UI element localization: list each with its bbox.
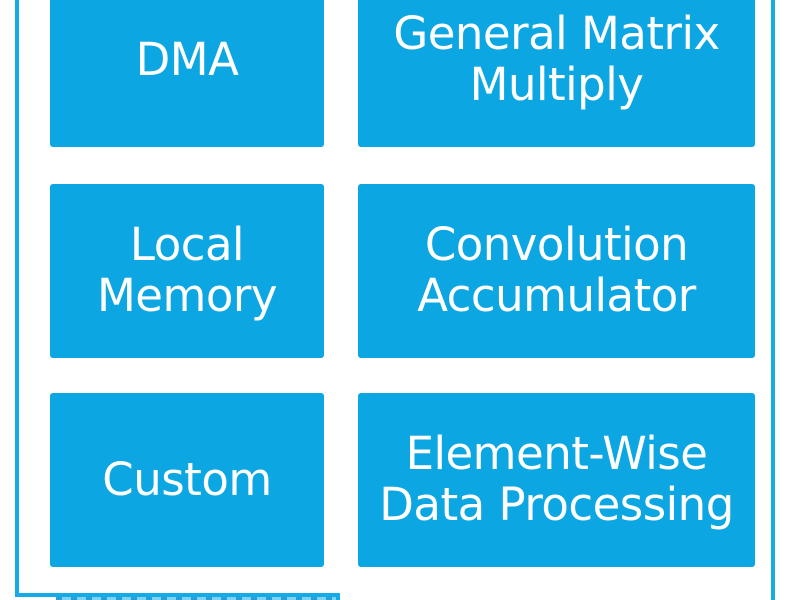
box-custom: Custom	[50, 393, 324, 567]
frame-left-border	[15, 0, 19, 597]
box-general-matrix-multiply: General Matrix Multiply	[358, 0, 755, 147]
frame-right-border	[771, 0, 775, 600]
frame-bottom-border	[15, 593, 338, 597]
cutoff-element-strip	[56, 597, 336, 600]
frame-bottom-step	[334, 593, 340, 600]
box-convolution-accumulator-label: Convolution Accumulator	[417, 218, 696, 322]
box-local-memory-label: Local Memory	[96, 218, 278, 322]
box-custom-label: Custom	[102, 452, 272, 506]
box-convolution-accumulator: Convolution Accumulator	[358, 184, 755, 358]
box-element-wise-data-processing-label: Element-Wise Data Processing	[379, 427, 734, 531]
box-local-memory: Local Memory	[50, 184, 324, 358]
box-dma: DMA	[50, 0, 324, 147]
box-general-matrix-multiply-label: General Matrix Multiply	[393, 7, 720, 111]
box-dma-label: DMA	[135, 32, 239, 86]
box-element-wise-data-processing: Element-Wise Data Processing	[358, 393, 755, 567]
